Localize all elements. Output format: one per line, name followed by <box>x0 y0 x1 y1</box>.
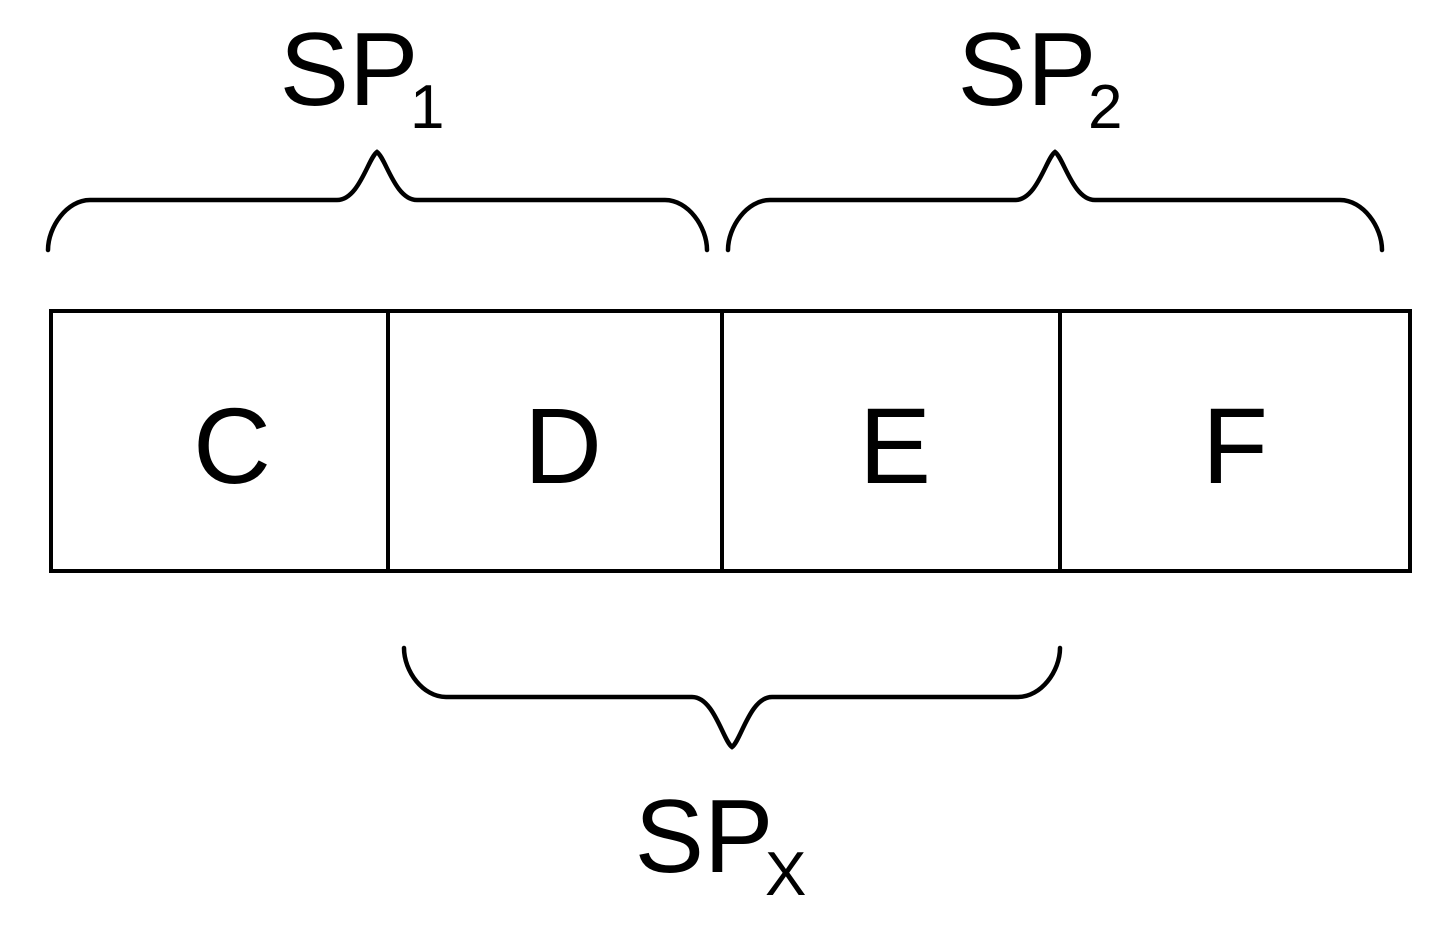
brace-sp1-label: SP <box>280 12 419 128</box>
cell-row-outline <box>49 309 1412 573</box>
brace-sp1-path <box>45 149 710 253</box>
cell-dividers <box>386 311 1062 571</box>
brace-spx-path <box>401 645 1063 750</box>
brace-sp2: SP 2 <box>725 12 1385 253</box>
brace-sp2-path <box>725 149 1385 253</box>
cell-label-e: E <box>859 385 931 506</box>
cell-label-f: F <box>1202 385 1268 506</box>
brace-sp2-label: SP <box>958 12 1097 128</box>
cell-labels: C D E F <box>193 385 1268 506</box>
brace-sp1: SP 1 <box>45 12 710 253</box>
brace-spx: SP X <box>401 645 1063 909</box>
brace-spx-subscript: X <box>765 840 806 909</box>
cell-label-c: C <box>193 385 271 506</box>
cell-row: C D E F <box>49 309 1412 573</box>
brace-sp2-subscript: 2 <box>1088 73 1122 142</box>
brace-spx-label: SP <box>635 779 774 895</box>
brace-sp1-subscript: 1 <box>410 73 444 142</box>
cell-label-d: D <box>524 385 602 506</box>
